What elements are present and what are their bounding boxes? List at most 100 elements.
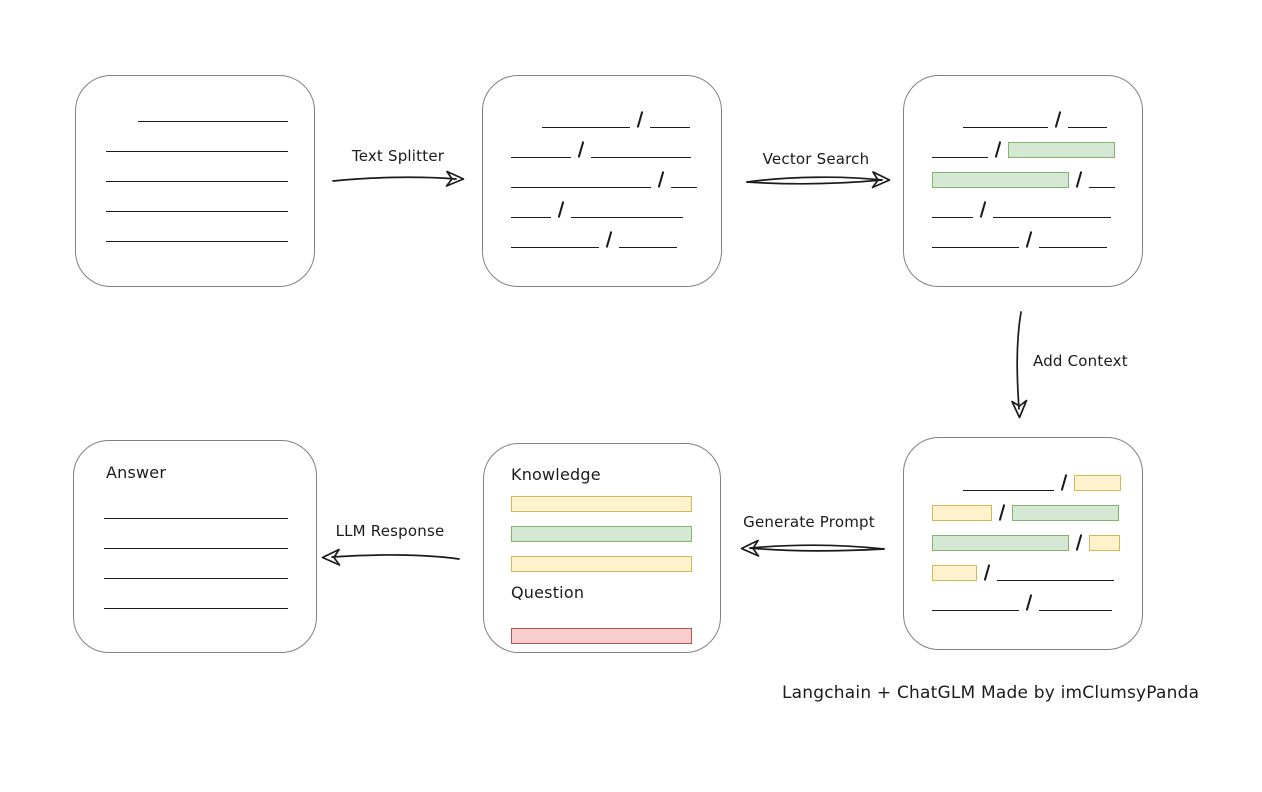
text-line: [104, 548, 288, 549]
credit-caption: Langchain + ChatGLM Made by imClumsyPand…: [782, 683, 1200, 703]
text-row: [932, 521, 1124, 551]
source-document-box: [75, 75, 315, 287]
yellow-highlight-bar: [932, 565, 977, 581]
text-line: [104, 608, 288, 609]
text-line: [650, 127, 690, 128]
text-line: [932, 247, 1019, 248]
text-row: [511, 482, 702, 512]
green-highlight-bar: [932, 535, 1069, 551]
add-context-arrowhead-icon: [1011, 399, 1028, 419]
generate-prompt-arrow: [749, 544, 885, 550]
text-splitter-arrowhead-icon: [445, 170, 465, 187]
llm-response-arrowhead-icon: [321, 548, 341, 566]
text-row: [106, 212, 296, 242]
text-line: [106, 181, 288, 182]
text-line: [542, 127, 630, 128]
text-line: [511, 217, 551, 218]
slash-separator-icon: [994, 141, 1002, 158]
vector-search-arrow: [746, 179, 883, 185]
llm-response-arrow: [331, 554, 460, 560]
text-row: [104, 549, 298, 579]
text-line: [993, 217, 1111, 218]
text-line: [932, 610, 1019, 611]
text-line: [511, 247, 599, 248]
text-line: [1039, 247, 1107, 248]
text-line: [619, 247, 677, 248]
text-splitter-label: Text Splitter: [351, 147, 445, 165]
slash-separator-icon: [1060, 474, 1068, 491]
slash-separator-icon: [1075, 171, 1083, 188]
answer-label: Answer: [106, 463, 167, 482]
prompt-box: Knowledge Question: [483, 443, 721, 653]
vector-search-result-box: [903, 75, 1143, 287]
knowledge-bars: [511, 482, 702, 572]
text-row: [511, 512, 702, 542]
text-row: [932, 581, 1124, 611]
green-highlight-bar: [1012, 505, 1119, 521]
text-row: [932, 551, 1124, 581]
red-highlight-bar: [511, 628, 692, 644]
text-line: [106, 151, 288, 152]
text-row: [511, 218, 703, 248]
knowledge-label: Knowledge: [511, 465, 601, 484]
add-context-arrow: [1016, 311, 1022, 410]
vector-result-lines: [932, 98, 1124, 248]
slash-separator-icon: [1054, 111, 1062, 128]
slash-separator-icon: [979, 201, 987, 218]
text-row: [932, 218, 1124, 248]
yellow-highlight-bar: [1074, 475, 1121, 491]
answer-lines: [104, 489, 298, 609]
text-line: [104, 578, 288, 579]
green-highlight-bar: [511, 526, 692, 542]
text-line: [104, 518, 288, 519]
text-line: [671, 187, 697, 188]
green-highlight-bar: [932, 172, 1069, 188]
text-row: [511, 158, 703, 188]
text-splitter-arrow: [332, 176, 457, 182]
text-row: [963, 461, 1124, 491]
text-row: [104, 489, 298, 519]
question-bar: [511, 614, 702, 644]
split-chunks-box: [482, 75, 722, 287]
chunk-lines: [511, 98, 703, 248]
text-line: [1068, 127, 1107, 128]
slash-separator-icon: [605, 231, 613, 248]
added-context-box: [903, 437, 1143, 650]
slash-separator-icon: [1025, 231, 1033, 248]
generate-prompt-arrowhead-icon: [740, 539, 760, 557]
text-line: [997, 580, 1114, 581]
text-line: [932, 157, 988, 158]
text-row: [542, 98, 703, 128]
generate-prompt-arrow: [749, 547, 885, 552]
document-lines: [106, 92, 296, 242]
text-row: [511, 542, 702, 572]
slash-separator-icon: [636, 111, 644, 128]
slash-separator-icon: [1025, 594, 1033, 611]
text-line: [571, 217, 683, 218]
llm-response-label: LLM Response: [335, 522, 445, 540]
green-highlight-bar: [1008, 142, 1115, 158]
text-line: [1089, 187, 1115, 188]
text-line: [932, 217, 973, 218]
text-row: [932, 491, 1124, 521]
text-row: [511, 614, 702, 644]
text-row: [963, 98, 1124, 128]
slash-separator-icon: [983, 564, 991, 581]
text-row: [932, 188, 1124, 218]
generate-prompt-label: Generate Prompt: [743, 513, 875, 531]
slash-separator-icon: [577, 141, 585, 158]
text-line: [106, 211, 288, 212]
text-line: [511, 157, 571, 158]
text-row: [932, 158, 1124, 188]
yellow-highlight-bar: [1089, 535, 1120, 551]
text-row: [511, 188, 703, 218]
text-line: [591, 157, 691, 158]
text-row: [104, 579, 298, 609]
question-label: Question: [511, 583, 585, 602]
slash-separator-icon: [557, 201, 565, 218]
text-line: [963, 127, 1048, 128]
text-line: [106, 241, 288, 242]
text-row: [511, 128, 703, 158]
text-row: [106, 152, 296, 182]
vector-search-arrowhead-icon: [871, 171, 891, 189]
